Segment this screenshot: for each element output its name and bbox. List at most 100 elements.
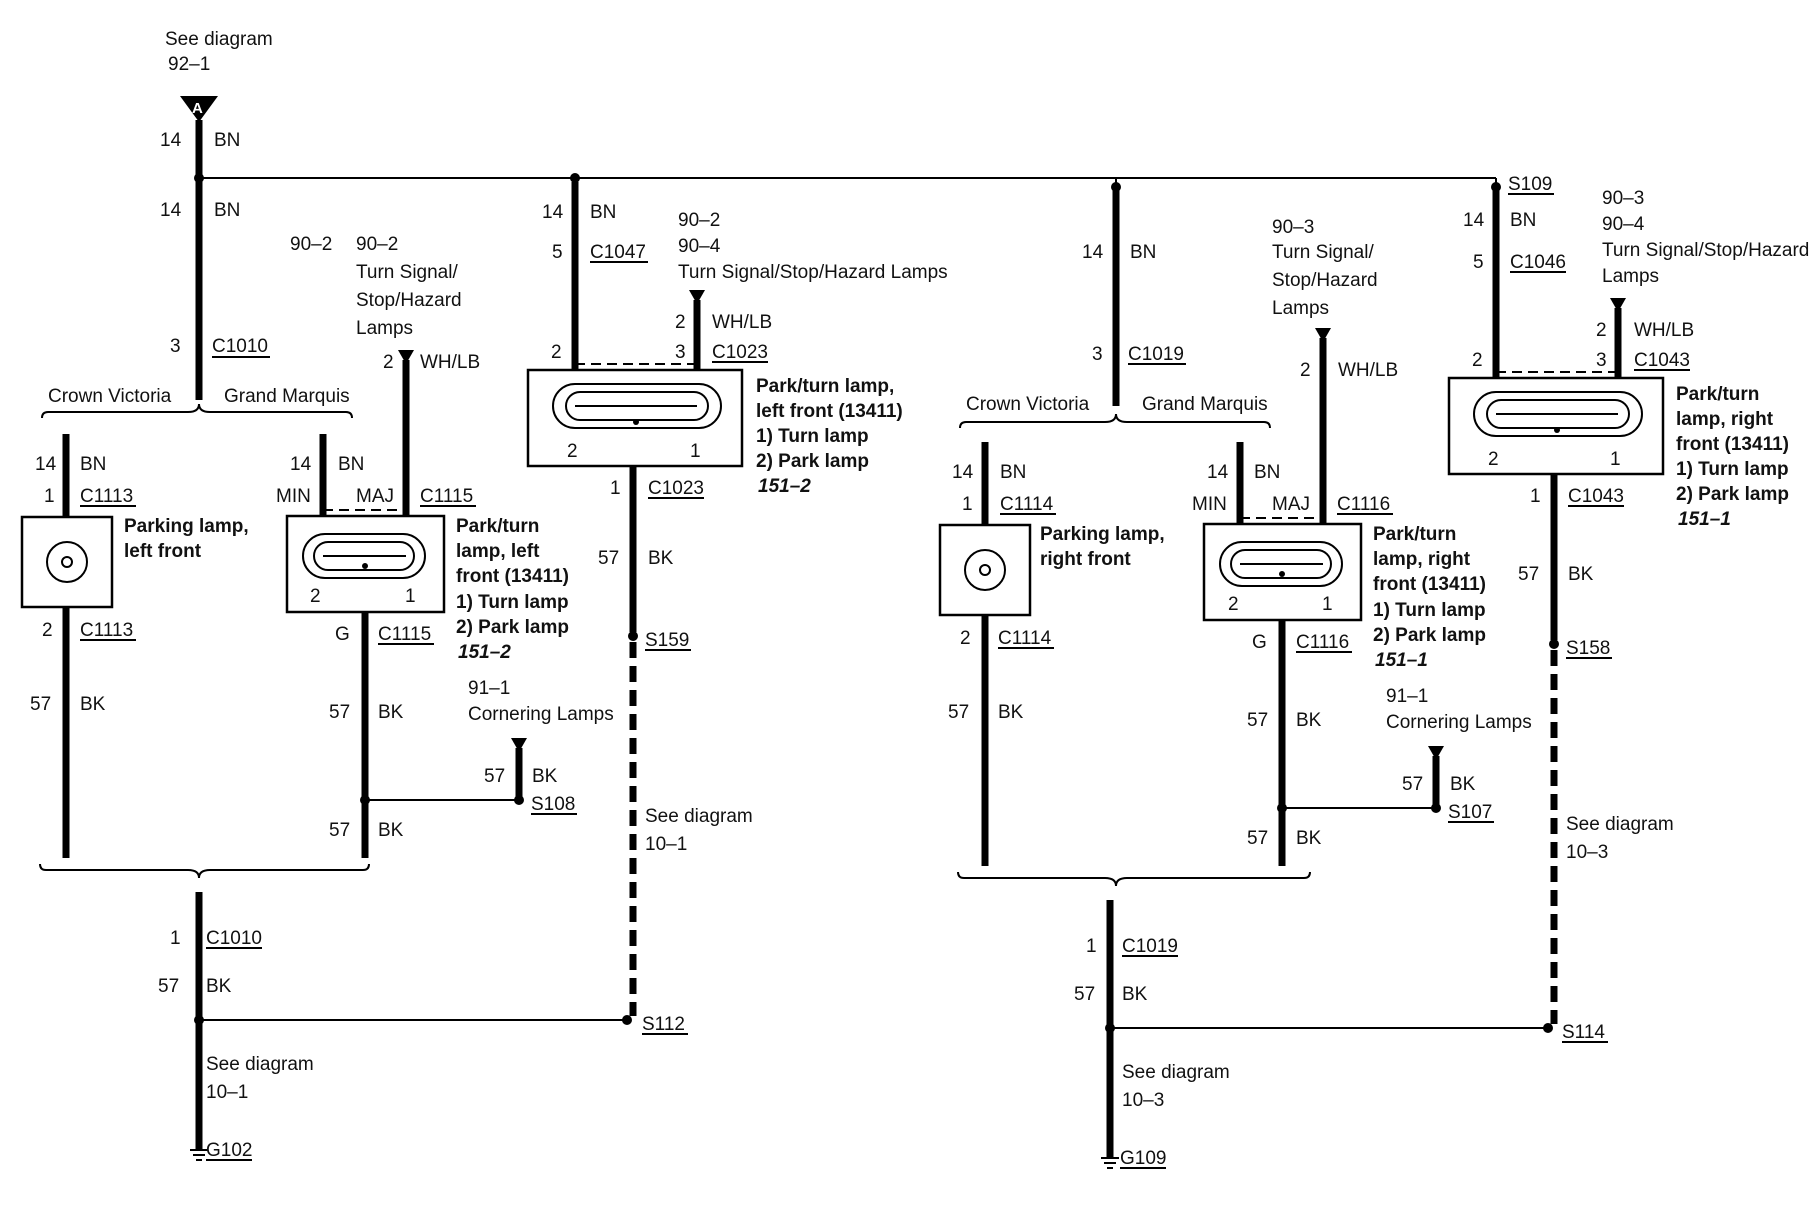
connector-a-label: A: [192, 100, 203, 117]
diagram-label: lamp, right: [1676, 409, 1774, 430]
diagram-label: Turn Signal/Stop/Hazard: [1602, 240, 1809, 261]
diagram-label: 90–3: [1602, 188, 1644, 209]
diagram-label: 57: [598, 548, 619, 569]
diagram-stroke: [1431, 803, 1441, 813]
diagram-label: 2: [567, 441, 578, 462]
diagram-stroke: [633, 419, 639, 425]
diagram-label: See diagram: [1122, 1062, 1230, 1083]
diagram-label: BN: [1130, 242, 1156, 263]
diagram-label: 3: [675, 342, 686, 363]
diagram-label: C1114: [1000, 494, 1054, 515]
diagram-stroke: [628, 631, 638, 641]
diagram-label: 91–1: [468, 678, 510, 699]
diagram-label: 3: [170, 336, 181, 357]
diagram-label: 1) Turn lamp: [1373, 600, 1486, 621]
diagram-label: WH/LB: [1634, 320, 1694, 341]
diagram-stroke: [313, 541, 415, 571]
diagram-label: 90–3: [1272, 217, 1314, 238]
diagram-label: 57: [30, 694, 51, 715]
diagram-label: 151–2: [758, 476, 811, 497]
diagram-label: 57: [1247, 828, 1268, 849]
diagram-label: Turn Signal/Stop/Hazard Lamps: [678, 262, 948, 283]
diagram-label: C1023: [712, 342, 768, 363]
diagram-label: C1019: [1122, 936, 1178, 957]
diagram-label: Cornering Lamps: [468, 704, 614, 725]
splice-s109: S109: [1508, 174, 1552, 195]
diagram-label: BN: [214, 200, 240, 221]
diagram-label: 2: [675, 312, 686, 333]
diagram-label: 2: [383, 352, 394, 373]
diagram-label: Park/turn lamp,: [756, 376, 894, 397]
diagram-label: Parking lamp,: [1040, 524, 1165, 545]
diagram-label: 57: [329, 702, 350, 723]
diagram-label: lamp, right: [1373, 549, 1471, 570]
diagram-label: BK: [378, 702, 404, 723]
diagram-label: 1: [610, 478, 621, 499]
diagram-label: 2: [960, 628, 971, 649]
variant-crown-victoria-right: Crown Victoria: [966, 394, 1090, 415]
diagram-label: 57: [158, 976, 179, 997]
diagram-label: BK: [648, 548, 674, 569]
diagram-label: MAJ: [1272, 494, 1310, 515]
splice-s158: S158: [1566, 638, 1610, 659]
diagram-label: C1115: [420, 486, 473, 507]
diagram-label: 3: [1596, 350, 1607, 371]
diagram-label: BN: [80, 454, 106, 475]
diagram-label: 14: [1207, 462, 1229, 483]
diagram-stroke: [957, 871, 1311, 887]
diagram-label: BK: [1122, 984, 1148, 1005]
diagram-label: C1047: [590, 242, 646, 263]
diagram-label: 1: [1086, 936, 1097, 957]
diagram-stroke: [1428, 746, 1444, 760]
diagram-label: Park/turn: [1676, 384, 1759, 405]
diagram-label: WH/LB: [712, 312, 772, 333]
diagram-label: 2: [1300, 360, 1311, 381]
diagram-label: BK: [80, 694, 106, 715]
diagram-label: BN: [1254, 462, 1280, 483]
diagram-label: MIN: [276, 486, 311, 507]
diagram-stroke: [1279, 571, 1285, 577]
diagram-stroke: [1315, 328, 1331, 342]
splice-s107: S107: [1448, 802, 1492, 823]
diagram-label: 90–2: [356, 234, 398, 255]
splice-s112: S112: [642, 1014, 685, 1035]
diagram-label: 2) Park lamp: [1676, 484, 1789, 505]
diagram-label: C1115: [378, 624, 431, 645]
splice-s114: S114: [1562, 1022, 1605, 1043]
bus-node-2: [570, 173, 580, 183]
diagram-label: 1) Turn lamp: [456, 592, 569, 613]
diagram-label: C1113: [80, 620, 133, 641]
diagram-label: 151–1: [1678, 509, 1731, 530]
diagram-label: lamp, left: [456, 541, 540, 562]
diagram-stroke: [39, 863, 370, 879]
top-ref-see: See diagram: [165, 29, 273, 50]
diagram-stroke: [1543, 1023, 1553, 1033]
diagram-label: MIN: [1192, 494, 1227, 515]
diagram-label: 90–2: [678, 210, 720, 231]
diagram-label: Parking lamp,: [124, 516, 249, 537]
diagram-label: 1: [1322, 594, 1333, 615]
diagram-stroke: [61, 556, 73, 568]
diagram-label: front (13411): [1373, 574, 1486, 595]
diagram-label: BN: [1000, 462, 1026, 483]
diagram-stroke: [689, 290, 705, 304]
diagram-label: BK: [378, 820, 404, 841]
diagram-label: front (13411): [1676, 434, 1789, 455]
diagram-label: 57: [329, 820, 350, 841]
diagram-label: WH/LB: [420, 352, 480, 373]
diagram-label: 151–2: [458, 642, 511, 663]
diagram-label: BK: [1568, 564, 1594, 585]
diagram-label: 1: [962, 494, 973, 515]
diagram-label: 14: [1463, 210, 1485, 231]
diagram-label: 90–4: [678, 236, 721, 257]
diagram-label: Stop/Hazard: [356, 290, 462, 311]
diagram-label: C1046: [1510, 252, 1566, 273]
diagram-label: right front: [1040, 549, 1131, 570]
connector-a-icon: [180, 96, 218, 122]
diagram-label: 2: [1488, 449, 1499, 470]
